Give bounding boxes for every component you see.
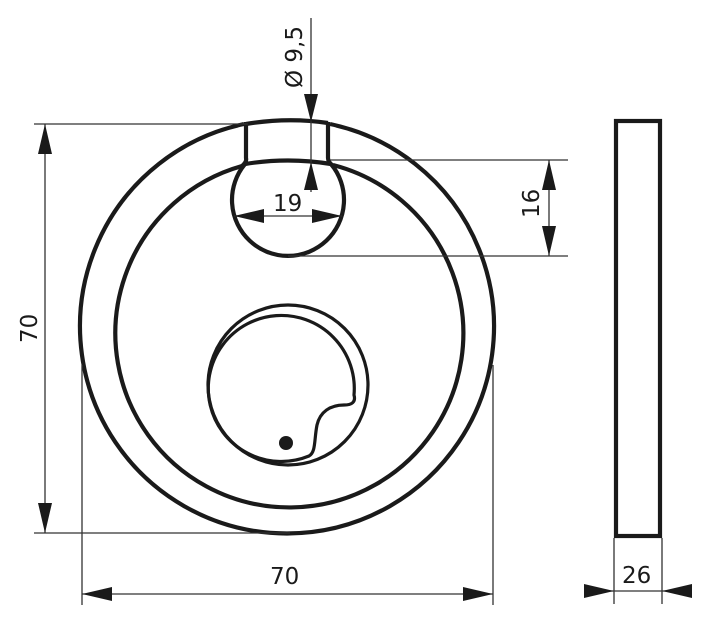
arrow-left-icon: [234, 209, 264, 223]
keyhole-dot-icon: [279, 436, 293, 450]
dim-label-shackle-diameter: Ø 9,5: [282, 26, 308, 88]
outer-body-circle: [77, 121, 497, 536]
arrow-right-icon: [584, 584, 614, 598]
dim-opening-height: 16: [288, 159, 568, 257]
arrow-up-icon: [304, 162, 318, 190]
dim-label-body-width: 70: [270, 564, 299, 590]
arrow-right-icon: [463, 587, 493, 601]
arrow-up-icon: [38, 124, 52, 154]
arrow-down-icon: [542, 226, 556, 256]
arrow-down-icon: [38, 503, 52, 533]
side-profile-rect: [613, 118, 663, 539]
dim-body-width: 70: [81, 365, 494, 605]
arrow-left-icon: [82, 587, 112, 601]
dim-label-opening-height: 16: [519, 189, 545, 218]
cylinder-inner-ring: [206, 313, 357, 464]
dim-body-thickness: 26: [584, 538, 692, 604]
arrow-down-icon: [304, 94, 318, 122]
dim-body-height: 70: [17, 123, 290, 534]
dim-shackle-diameter: Ø 9,5: [282, 18, 318, 192]
dim-label-opening-width: 19: [273, 191, 302, 217]
arrow-left-icon: [662, 584, 692, 598]
dim-label-body-thickness: 26: [622, 563, 651, 589]
front-view: [77, 118, 497, 536]
shackle-bar-lower: [244, 158, 332, 167]
side-view: [613, 118, 663, 539]
arrow-up-icon: [542, 160, 556, 190]
dim-label-body-height: 70: [17, 314, 43, 343]
arrow-right-icon: [312, 209, 342, 223]
shackle-left-wall: [240, 122, 249, 168]
inner-body-circle: [113, 162, 466, 510]
dim-opening-width: 19: [234, 191, 342, 223]
shackle-top-arc: [245, 118, 329, 127]
